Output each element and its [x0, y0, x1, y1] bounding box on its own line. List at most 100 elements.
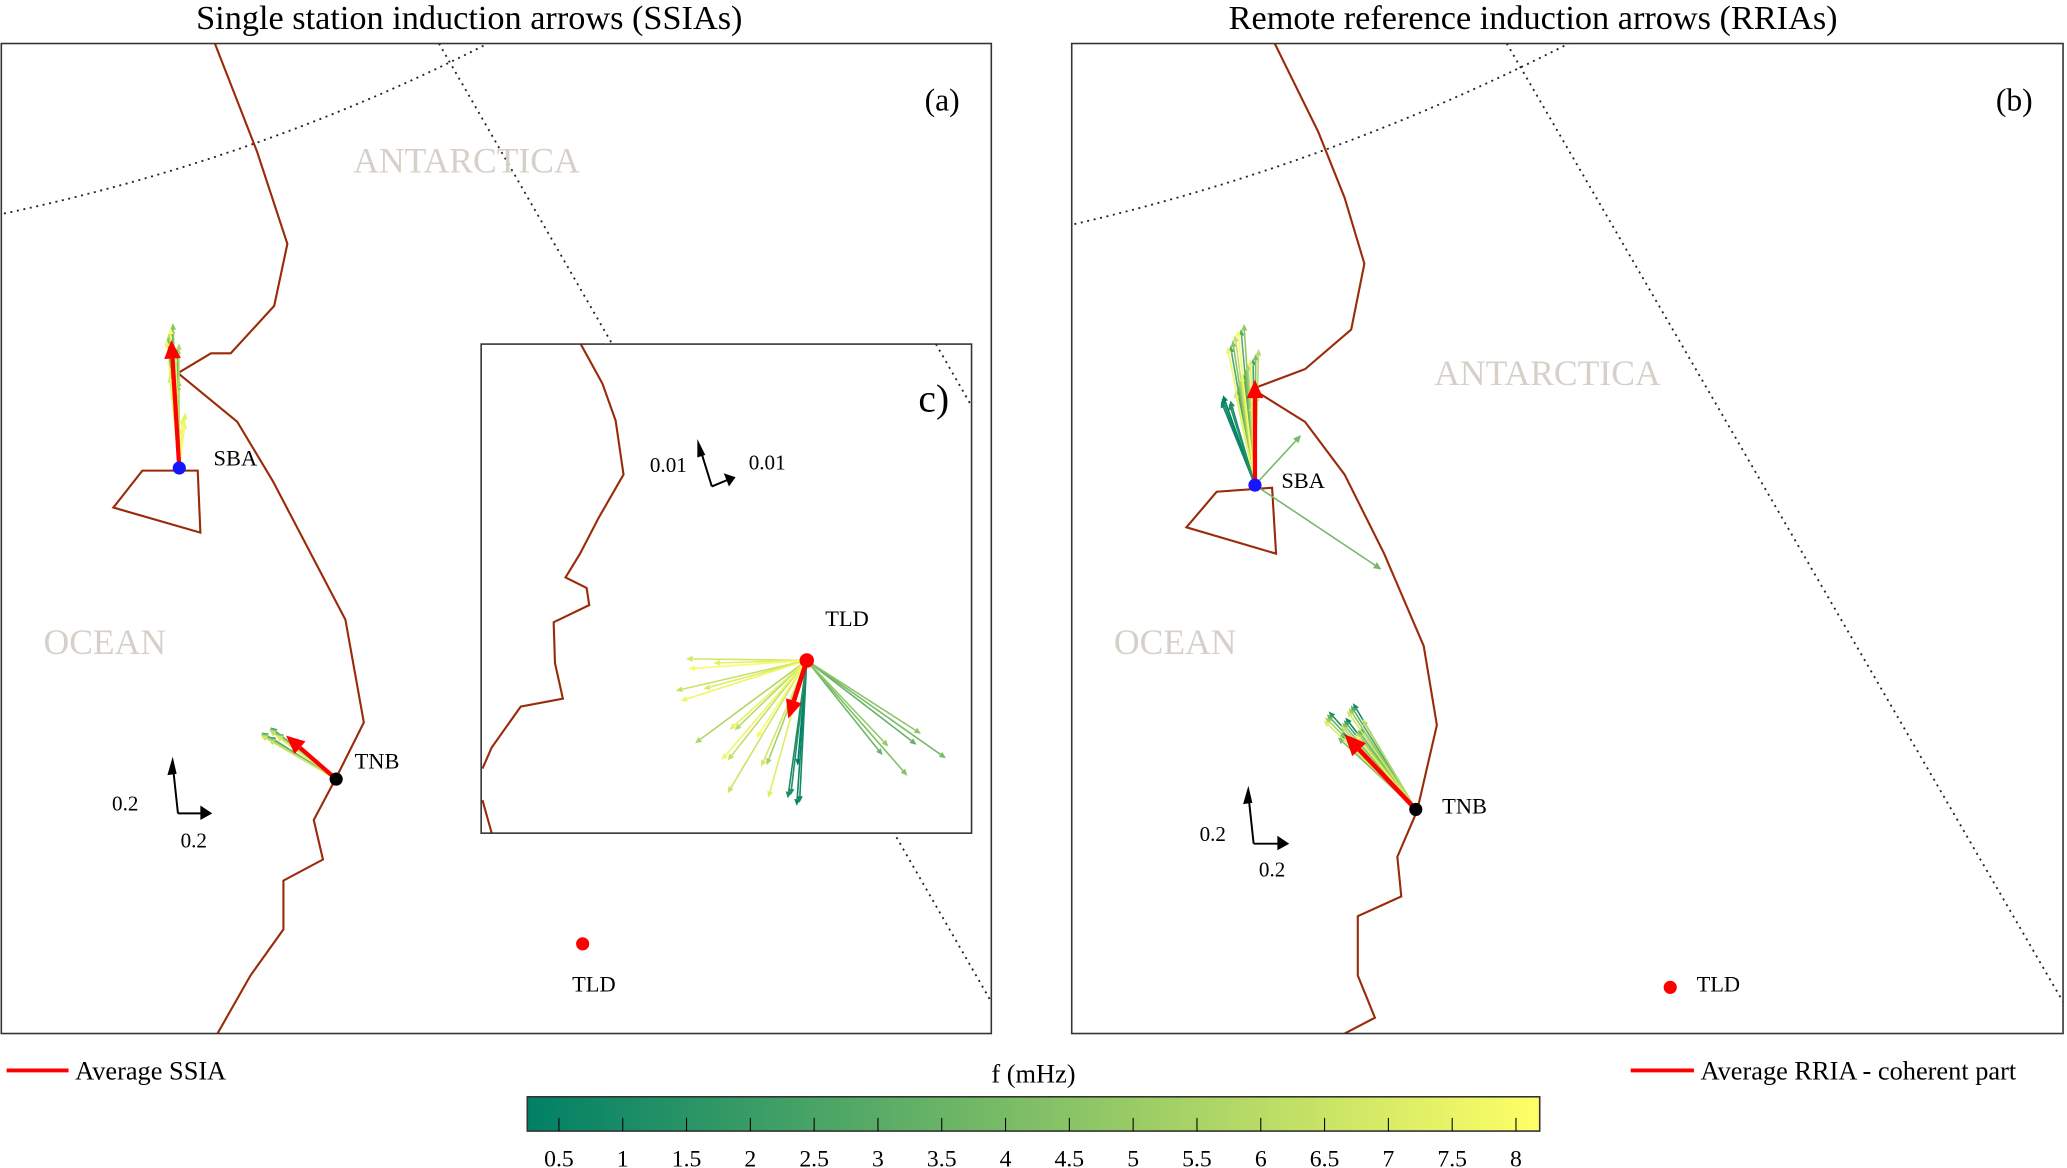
station-tnb-marker: [1409, 802, 1423, 817]
induction-arrow-shaft: [806, 659, 912, 742]
induction-arrow-shaft: [806, 659, 885, 743]
induction-arrow-shaft: [733, 659, 808, 727]
induction-arrow-head: [1293, 435, 1302, 444]
ocean-label: OCEAN: [1114, 622, 1237, 662]
induction-arrow-shaft: [806, 659, 904, 772]
scale-arrow-a: [167, 756, 213, 820]
induction-arrow-head: [1245, 364, 1252, 371]
induction-arrow-head: [1252, 353, 1259, 361]
colorbar-tick-label: 5.5: [1182, 1147, 1212, 1168]
induction-arrow-head: [756, 730, 763, 738]
station-tld-marker: [799, 653, 815, 668]
legend-average-rria: Average RRIA - coherent part: [1630, 1057, 2017, 1086]
panel-a-map: ANTARCTICA OCEAN: [3, 43, 992, 1034]
legend-label: Average SSIA: [75, 1057, 226, 1086]
colorbar-tick-label: 1.5: [672, 1147, 702, 1168]
longitude-line: [935, 344, 972, 407]
induction-arrow-shaft: [266, 737, 337, 780]
station-sba-marker: [172, 461, 186, 475]
induction-arrow-head: [1337, 737, 1345, 745]
colorbar: [526, 1096, 1541, 1132]
induction-arrow-head: [180, 422, 187, 430]
induction-arrow-shaft: [1254, 440, 1297, 486]
induction-arrow-head: [1326, 714, 1334, 722]
induction-arrow-head: [1241, 323, 1248, 331]
legend-average-ssia: Average SSIA: [6, 1057, 226, 1086]
induction-arrow-head: [729, 723, 737, 730]
induction-arrow-head: [688, 665, 696, 672]
induction-arrow-head: [1246, 379, 1264, 399]
latitude-line: [1074, 43, 1570, 226]
inset-c-map: [481, 344, 972, 834]
induction-arrow-shaft: [799, 660, 808, 797]
station-tnb-label: TNB: [1442, 793, 1487, 818]
station-sba-label: SBA: [1281, 468, 1325, 493]
induction-arrow-head: [1347, 710, 1354, 718]
induction-arrow-shaft: [170, 358, 182, 469]
colorbar-tick-label: 1: [617, 1147, 629, 1168]
induction-arrow-head: [164, 339, 171, 347]
induction-arrow-head: [1230, 340, 1237, 348]
induction-arrow-head: [286, 735, 306, 754]
panel-b-map: ANTARCTICA OCEAN: [1074, 43, 2064, 1034]
induction-arrow-shaft: [1357, 748, 1418, 812]
arrows-panel-b: [1220, 323, 1418, 812]
induction-arrow-head: [938, 752, 946, 759]
induction-arrow-shaft: [790, 660, 808, 789]
induction-arrow-head: [1372, 562, 1382, 570]
induction-arrow-shaft: [1227, 353, 1256, 486]
induction-arrow-head: [788, 788, 795, 796]
station-sba-marker: [1248, 478, 1262, 492]
colorbar-tick-label: 6.5: [1310, 1147, 1340, 1168]
scale-arrow-b: [1243, 785, 1290, 851]
station-tld-label: TLD: [1697, 971, 1741, 996]
station-tld-label: TLD: [572, 971, 616, 996]
station-sba-label: SBA: [214, 445, 258, 470]
inset-c-frame: [480, 343, 973, 834]
inset-c-tag: c): [918, 376, 949, 420]
legend-label: Average RRIA - coherent part: [1701, 1057, 2017, 1086]
scale-arrow-c: [697, 438, 736, 488]
panel-b-title: Remote reference induction arrows (RRIAs…: [1229, 0, 1838, 37]
induction-arrow-head: [1247, 359, 1254, 366]
scale-label-east: 0.2: [181, 829, 207, 853]
induction-arrow-head: [794, 799, 801, 806]
coastline-island: [1184, 486, 1278, 556]
colorbar-tick-label: 5: [1127, 1147, 1139, 1168]
induction-arrow-shaft: [806, 659, 941, 756]
antarctica-label: ANTARCTICA: [353, 141, 580, 181]
inset-scale-label-east: 0.01: [749, 450, 786, 474]
induction-arrow-shaft: [730, 660, 808, 788]
induction-arrow-head: [170, 323, 177, 330]
station-tld-marker: [576, 937, 590, 951]
induction-arrow-head: [1235, 329, 1242, 337]
induction-arrow-shaft: [1222, 406, 1256, 486]
colorbar-tick-label: 4.5: [1055, 1147, 1085, 1168]
induction-arrow-head: [913, 727, 922, 734]
inset-station-tld-label: TLD: [825, 606, 869, 631]
induction-arrow-head: [175, 343, 182, 350]
induction-arrow-head: [881, 739, 889, 747]
colorbar-tick-label: 2: [744, 1147, 756, 1168]
coastline: [481, 799, 493, 834]
induction-arrow-shaft: [1350, 715, 1417, 810]
induction-arrow-head: [680, 696, 688, 702]
scale-label-east: 0.2: [1259, 858, 1285, 882]
induction-arrow-shaft: [1230, 409, 1256, 486]
coastline: [481, 344, 625, 769]
antarctica-label: ANTARCTICA: [1434, 353, 1661, 393]
inset-scale-label-north: 0.01: [650, 453, 687, 477]
induction-arrow-head: [1323, 720, 1331, 728]
induction-arrow-head: [260, 735, 269, 742]
colorbar-label: f (mHz): [991, 1059, 1075, 1088]
coastline: [176, 43, 365, 1034]
induction-arrow-shaft: [806, 659, 916, 731]
induction-arrow-head: [694, 737, 703, 744]
arrows-panel-a: [164, 323, 338, 781]
colorbar-tick-label: 0.5: [544, 1147, 574, 1168]
induction-arrow-head: [179, 417, 186, 425]
induction-arrow-head: [1344, 734, 1367, 757]
induction-arrow-head: [876, 748, 883, 756]
induction-arrow-head: [1225, 346, 1232, 354]
